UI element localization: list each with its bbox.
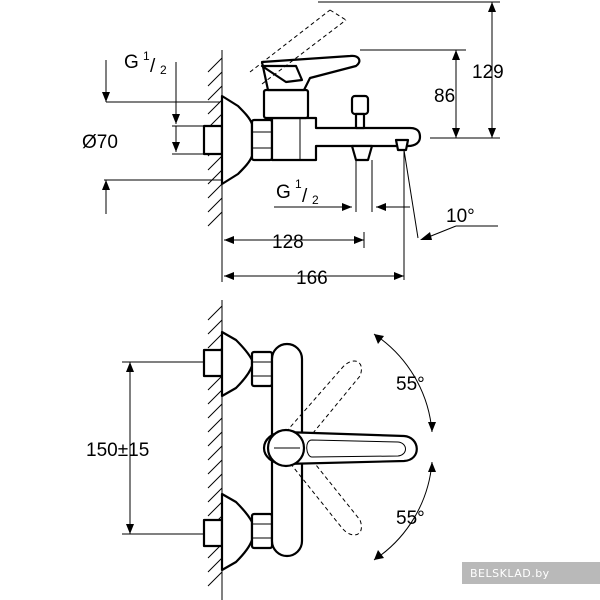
thread-label-bottom: G (276, 182, 291, 203)
mixer-body-side (270, 116, 422, 162)
rotation-arc-lower (373, 461, 433, 561)
diverter-stem (354, 112, 366, 130)
wall-nut-lower (202, 518, 224, 548)
thread-fraction-bottom-den: 2 (312, 193, 319, 207)
lever-cap-side (260, 64, 304, 84)
spacing-label: 150±15 (86, 440, 149, 461)
rotation-arc-upper (373, 333, 433, 433)
diverter-knob (350, 94, 370, 116)
wall-nut-upper (202, 348, 224, 378)
thread-fraction-bottom-num: 1 (295, 177, 302, 191)
spout-outlet (394, 138, 410, 152)
thread-fraction-top-num: 1 (143, 49, 150, 63)
watermark-text: BELSKLAD.by (470, 567, 550, 580)
hex-nut-side (250, 118, 274, 162)
thread-fraction-top-den: 2 (160, 63, 167, 77)
escutcheon-upper (220, 330, 254, 398)
lever-ghost-upper (285, 360, 362, 445)
lever-raised-ghost (249, 9, 347, 85)
cartridge-housing (262, 88, 310, 120)
front-view: 150±15 55° 55° (86, 300, 436, 600)
hex-nut-upper (250, 350, 274, 388)
wall-nut-top (202, 124, 224, 156)
lever-handle-inner (306, 439, 406, 458)
hex-nut-lower (250, 512, 274, 550)
escutcheon-side (220, 94, 254, 186)
angle-10-label: 10° (446, 206, 475, 227)
escutcheon-lower (220, 492, 254, 572)
height-86-label: 86 (434, 86, 455, 107)
diameter-label: Ø70 (82, 132, 118, 153)
height-129-label: 129 (472, 62, 504, 83)
lever-ghost-lower (285, 449, 362, 536)
side-view: G 1 / 2 Ø70 129 86 G 1 / 2 (82, 1, 504, 289)
thread-fraction-bottom-slash: / (302, 186, 308, 207)
rotation-lower-label: 55° (396, 508, 425, 529)
length-166-label: 166 (296, 268, 328, 289)
shower-outlet (350, 144, 374, 162)
rotation-upper-label: 55° (396, 374, 425, 395)
thread-label-top: G (124, 52, 139, 73)
wall-hatch-bottom (207, 300, 223, 600)
length-128-label: 128 (272, 232, 304, 253)
watermark: BELSKLAD.by (462, 562, 600, 584)
thread-fraction-top-slash: / (150, 56, 156, 77)
